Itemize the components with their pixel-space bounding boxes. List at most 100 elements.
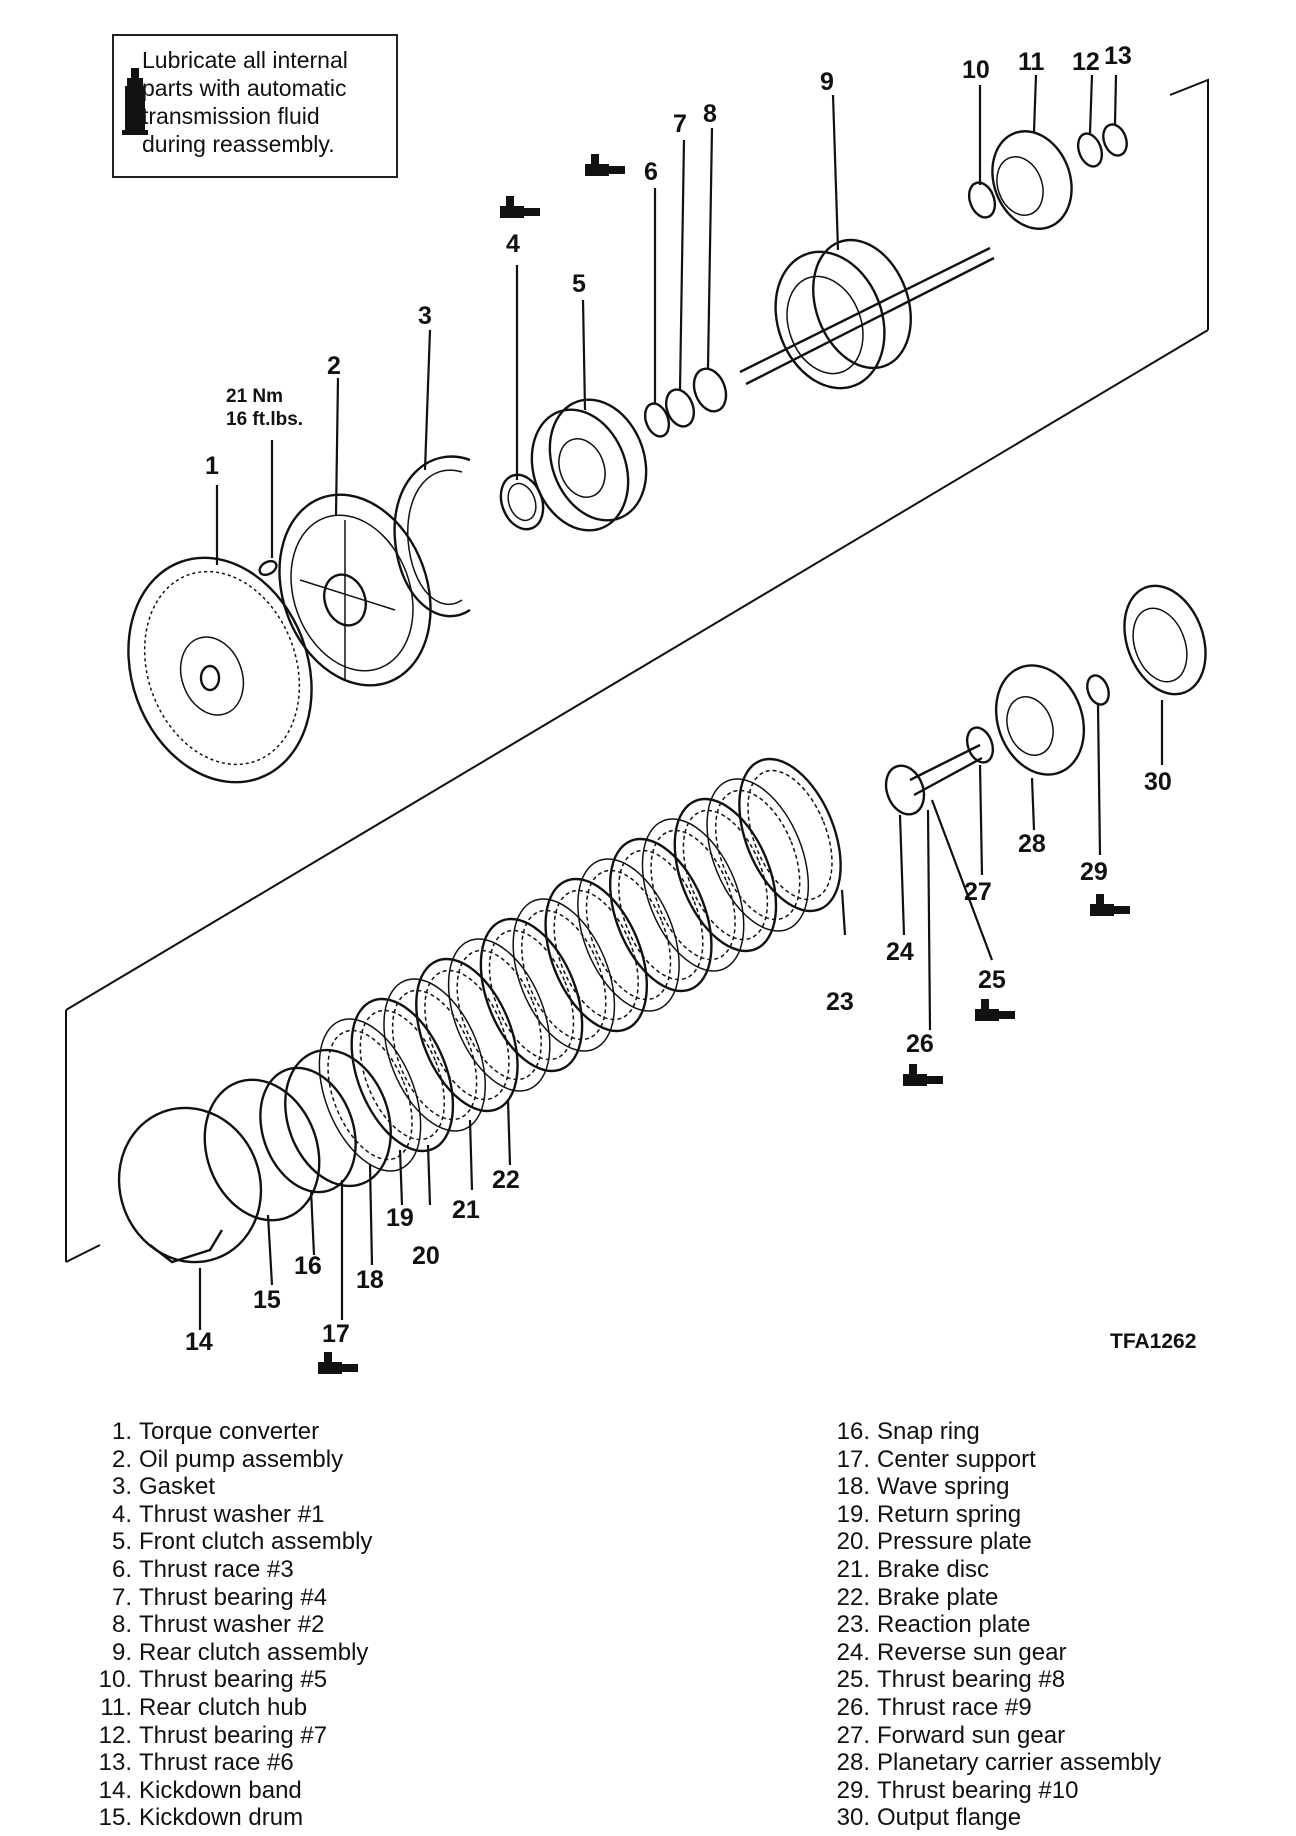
legend-number: 8. [111, 1611, 132, 1639]
callout-28: 28 [1018, 830, 1046, 858]
clutch-plate [350, 997, 455, 1153]
legend-item: 12.Thrust bearing #7 [88, 1722, 548, 1750]
legend-label: Thrust washer #2 [139, 1611, 325, 1639]
clutch-plate [738, 757, 842, 913]
legend-item: 8.Thrust washer #2 [88, 1611, 548, 1639]
legend-number: 7. [111, 1583, 132, 1611]
frame-lines [65, 78, 1209, 1263]
legend-item: 22.Brake plate [826, 1584, 1286, 1612]
clutch-plate [383, 978, 486, 1132]
legend-item: 11.Rear clutch hub [88, 1694, 548, 1722]
oil-pump-part [278, 493, 432, 687]
callout-30: 30 [1144, 768, 1172, 796]
legend-label: Front clutch assembly [139, 1528, 373, 1556]
legend-number: 9. [111, 1638, 132, 1666]
clutch-plate [479, 917, 584, 1073]
legend-label: Return spring [877, 1500, 1022, 1528]
callout-18: 18 [356, 1266, 384, 1294]
lube-icons [318, 154, 1130, 1374]
kickdown-band-part [117, 1106, 263, 1264]
legend-label: Brake plate [877, 1583, 999, 1611]
oil-can-icon [318, 1352, 358, 1374]
callout-29: 29 [1080, 858, 1108, 886]
legend-number: 2. [111, 1445, 132, 1473]
legend-label: Gasket [139, 1473, 216, 1501]
clutch-plate-inner [391, 989, 478, 1121]
clutch-plate [415, 957, 519, 1113]
legend-item: 7.Thrust bearing #4 [88, 1584, 548, 1612]
legend-number: 30. [836, 1804, 870, 1832]
clutch-plate-inner [618, 849, 704, 981]
legend-number: 17. [836, 1445, 870, 1473]
clutch-plate-inner [553, 889, 639, 1021]
clutch-plate-inner [682, 809, 769, 941]
note-line: Lubricate all internal [142, 47, 348, 73]
legend-item: 26.Thrust race #9 [826, 1694, 1286, 1722]
callout-8: 8 [703, 100, 717, 128]
legend-label: Thrust bearing #4 [139, 1583, 328, 1611]
legend-item: 10.Thrust bearing #5 [88, 1666, 548, 1694]
drum-and-support-parts [203, 1048, 392, 1222]
legend-item: 29.Thrust bearing #10 [826, 1777, 1286, 1805]
figure-id: TFA1262 [1110, 1330, 1196, 1353]
clutch-pack-plates [318, 757, 842, 1172]
front-clutch-part [530, 398, 648, 532]
callout-2: 2 [327, 352, 341, 380]
legend-label: Pressure plate [877, 1528, 1032, 1556]
legend-item: 25.Thrust bearing #8 [826, 1666, 1286, 1694]
legend-number: 19. [836, 1500, 870, 1528]
clutch-plate-inner [585, 869, 672, 1001]
legend-number: 10. [98, 1666, 132, 1694]
callout-11: 11 [1018, 48, 1045, 76]
legend-number: 13. [98, 1749, 132, 1777]
legend-label: Thrust bearing #5 [139, 1666, 328, 1694]
legend-number: 14. [98, 1776, 132, 1804]
legend-item: 2.Oil pump assembly [88, 1446, 548, 1474]
callout-20: 20 [412, 1242, 440, 1270]
callout-4: 4 [506, 230, 520, 258]
legend-item: 4.Thrust washer #1 [88, 1501, 548, 1529]
legend-item: 1.Torque converter [88, 1418, 548, 1446]
legend-label: Output flange [877, 1804, 1022, 1832]
clutch-plate [577, 858, 680, 1012]
legend-label: Center support [877, 1445, 1036, 1473]
callout-14: 14 [185, 1328, 213, 1356]
callout-10: 10 [962, 56, 990, 84]
note-line: during reassembly. [142, 131, 335, 157]
gear-set-parts [884, 584, 1207, 816]
legend-label: Reaction plate [877, 1611, 1031, 1639]
torque-converter-part [127, 556, 313, 784]
legend-item: 28.Planetary carrier assembly [826, 1749, 1286, 1777]
legend-label: Snap ring [877, 1418, 980, 1445]
legend-item: 17.Center support [826, 1446, 1286, 1474]
callout-9: 9 [820, 68, 834, 96]
legend-label: Torque converter [139, 1418, 320, 1445]
legend-label: Forward sun gear [877, 1721, 1066, 1749]
legend-item: 20.Pressure plate [826, 1528, 1286, 1556]
legend-label: Thrust washer #1 [139, 1500, 325, 1528]
leader-lines [198, 74, 1164, 1330]
callout-19: 19 [386, 1204, 414, 1232]
clutch-plate-inner [327, 1029, 413, 1161]
callout-6: 6 [644, 158, 658, 186]
legend-label: Wave spring [877, 1473, 1010, 1501]
callout-25: 25 [978, 966, 1006, 994]
callout-24: 24 [886, 938, 914, 966]
legend-number: 26. [836, 1693, 870, 1721]
legend-number: 12. [98, 1721, 132, 1749]
clutch-plate-inner [714, 789, 801, 921]
clutch-plate-inner [650, 829, 736, 961]
legend-label: Thrust bearing #7 [139, 1721, 328, 1749]
legend-number: 15. [98, 1804, 132, 1832]
callout-21: 21 [452, 1196, 480, 1224]
legend-number: 29. [836, 1776, 870, 1804]
legend-label: Rear clutch hub [139, 1693, 308, 1721]
legend-label: Thrust bearing #8 [877, 1666, 1066, 1694]
legend-label: Kickdown band [139, 1776, 302, 1804]
legend-item: 16.Snap ring [826, 1418, 1286, 1446]
callout-1: 1 [205, 452, 219, 480]
legend-item: 18.Wave spring [826, 1473, 1286, 1501]
torque-spec-ftlbs: 16 ft.lbs. [226, 409, 303, 430]
callout-26: 26 [906, 1030, 934, 1058]
clutch-plate-inner [747, 769, 833, 901]
